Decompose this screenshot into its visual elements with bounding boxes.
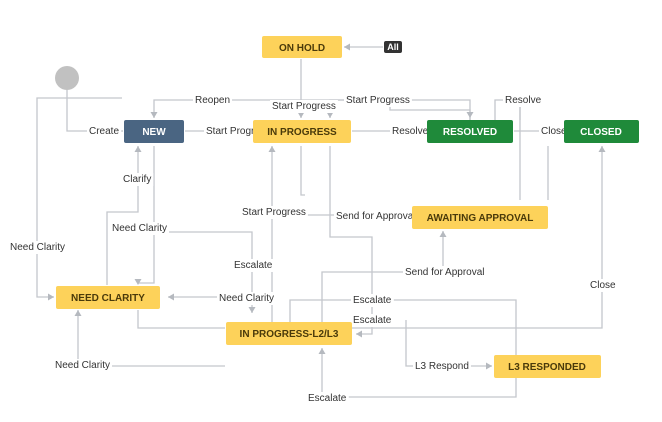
transition-need-clarity-left[interactable]: Need Clarity [10, 242, 65, 253]
line-escalate-b [137, 310, 225, 329]
status-resolved[interactable]: RESOLVED [427, 120, 513, 143]
line-send-approval-a2 [329, 146, 373, 335]
transition-need-clarity-bottom[interactable]: Need Clarity [55, 360, 110, 371]
line-create [66, 90, 123, 132]
status-on-hold[interactable]: ON HOLD [262, 36, 342, 58]
all-badge[interactable]: All [384, 41, 402, 53]
label-background [344, 94, 412, 107]
label-background [121, 173, 154, 186]
label-background [110, 222, 170, 235]
label-background [403, 266, 487, 279]
transition-escalate-mid[interactable]: Escalate [234, 260, 273, 271]
transition-start-progress-top[interactable]: Start Progress [272, 101, 336, 112]
transition-need-clarity-mid[interactable]: Need Clarity [112, 223, 167, 234]
status-in-progress-l2l3[interactable]: IN PROGRESS-L2/L3 [226, 322, 352, 345]
label-background [539, 125, 570, 138]
arrowhead-send-approval-b [439, 231, 447, 237]
label-background [87, 125, 122, 138]
transition-escalate-b[interactable]: Escalate [353, 315, 392, 326]
transition-start-progress-mid[interactable]: Start Progress [242, 207, 306, 218]
arrowhead-on-hold [297, 112, 305, 118]
transition-resolve-top[interactable]: Resolve [505, 95, 542, 106]
start-node [55, 66, 79, 90]
label-background [8, 241, 68, 254]
transition-send-for-approval-b[interactable]: Send for Approval [405, 267, 485, 278]
arrowhead-need-clarity-bottom [74, 310, 82, 316]
transition-clarify[interactable]: Clarify [123, 174, 151, 185]
label-background [240, 206, 308, 219]
status-in-progress-l2l3-label: IN PROGRESS-L2/L3 [240, 329, 339, 340]
label-background [306, 392, 349, 405]
line-clarify [106, 146, 139, 285]
label-background [390, 125, 431, 138]
arrowhead-resolve [466, 112, 474, 118]
status-new[interactable]: NEW [124, 120, 184, 143]
transition-resolve-right[interactable]: Resolve [392, 126, 429, 137]
label-background [503, 94, 544, 107]
arrowhead-clarify [134, 146, 142, 152]
status-new-label: NEW [142, 127, 166, 138]
transition-send-for-approval-a[interactable]: Send for Approval [336, 211, 416, 222]
transition-lines [36, 46, 603, 398]
arrowhead-escalate-mid [248, 307, 256, 313]
line-new-to-needclarity [153, 146, 253, 313]
all-badge-label: All [387, 42, 399, 52]
label-background [53, 359, 113, 372]
transition-escalate-a[interactable]: Escalate [353, 295, 392, 306]
arrowhead-need-clarity-mid [134, 279, 142, 285]
line-close-bottom [352, 146, 603, 329]
transition-close-right[interactable]: Close [541, 126, 567, 137]
line-need-clarity-bottom [77, 310, 225, 367]
arrowhead-start-progress-right [326, 112, 334, 118]
arrowhead-need-clarity-left [48, 293, 54, 301]
status-need-clarity[interactable]: NEED CLARITY [56, 286, 160, 309]
line-need-clarity-left [36, 97, 122, 298]
status-l3-responded[interactable]: L3 RESPONDED [494, 355, 601, 378]
arrowhead-l3-respond [486, 362, 492, 370]
status-l3-responded-label: L3 RESPONDED [508, 362, 586, 373]
status-awaiting-approval-label: AWAITING APPROVAL [427, 213, 534, 224]
arrowhead-escalate-inprogress [356, 330, 362, 338]
label-background [351, 314, 394, 327]
transition-reopen[interactable]: Reopen [195, 95, 230, 106]
label-background [351, 294, 394, 307]
label-background [193, 94, 233, 107]
status-awaiting-approval[interactable]: AWAITING APPROVAL [412, 206, 548, 229]
status-closed[interactable]: CLOSED [564, 120, 639, 143]
status-resolved-label: RESOLVED [443, 127, 497, 138]
transition-start-progress-right[interactable]: Start Progress [346, 95, 410, 106]
arrowhead-start-progress-mid [268, 146, 276, 152]
status-in-progress[interactable]: IN PROGRESS [253, 120, 351, 143]
label-background [270, 100, 338, 113]
line-send-approval-b [321, 231, 444, 322]
label-background [413, 360, 471, 373]
status-in-progress-label: IN PROGRESS [267, 127, 337, 138]
arrowhead-reopen [150, 112, 158, 118]
transition-create[interactable]: Create [89, 126, 119, 137]
arrowhead-need-clarity-center [168, 293, 174, 301]
label-background [232, 259, 275, 272]
label-background [217, 292, 277, 305]
line-l3-respond [405, 320, 492, 367]
arrowhead-all [344, 43, 350, 51]
status-need-clarity-label: NEED CLARITY [71, 293, 145, 304]
transition-l3-respond[interactable]: L3 Respond [415, 361, 469, 372]
line-send-approval-a [300, 146, 305, 196]
line-new-to-needclarity-2 [138, 232, 155, 284]
line-resolve-loop [494, 99, 521, 200]
transition-start-progress-new[interactable]: Start Progress [206, 126, 270, 137]
arrowhead-escalate-bottom [318, 348, 326, 354]
line-escalate-a [289, 299, 517, 398]
label-background [334, 210, 418, 223]
arrowhead-close-bottom [598, 146, 606, 152]
transition-escalate-bottom[interactable]: Escalate [308, 393, 347, 404]
transition-close-bottom[interactable]: Close [590, 280, 616, 291]
transition-labels: Create Reopen Start Progress Start Progr… [8, 94, 619, 405]
transition-need-clarity-center[interactable]: Need Clarity [219, 293, 274, 304]
status-closed-label: CLOSED [580, 127, 622, 138]
status-on-hold-label: ON HOLD [279, 43, 325, 54]
label-background [588, 279, 619, 292]
